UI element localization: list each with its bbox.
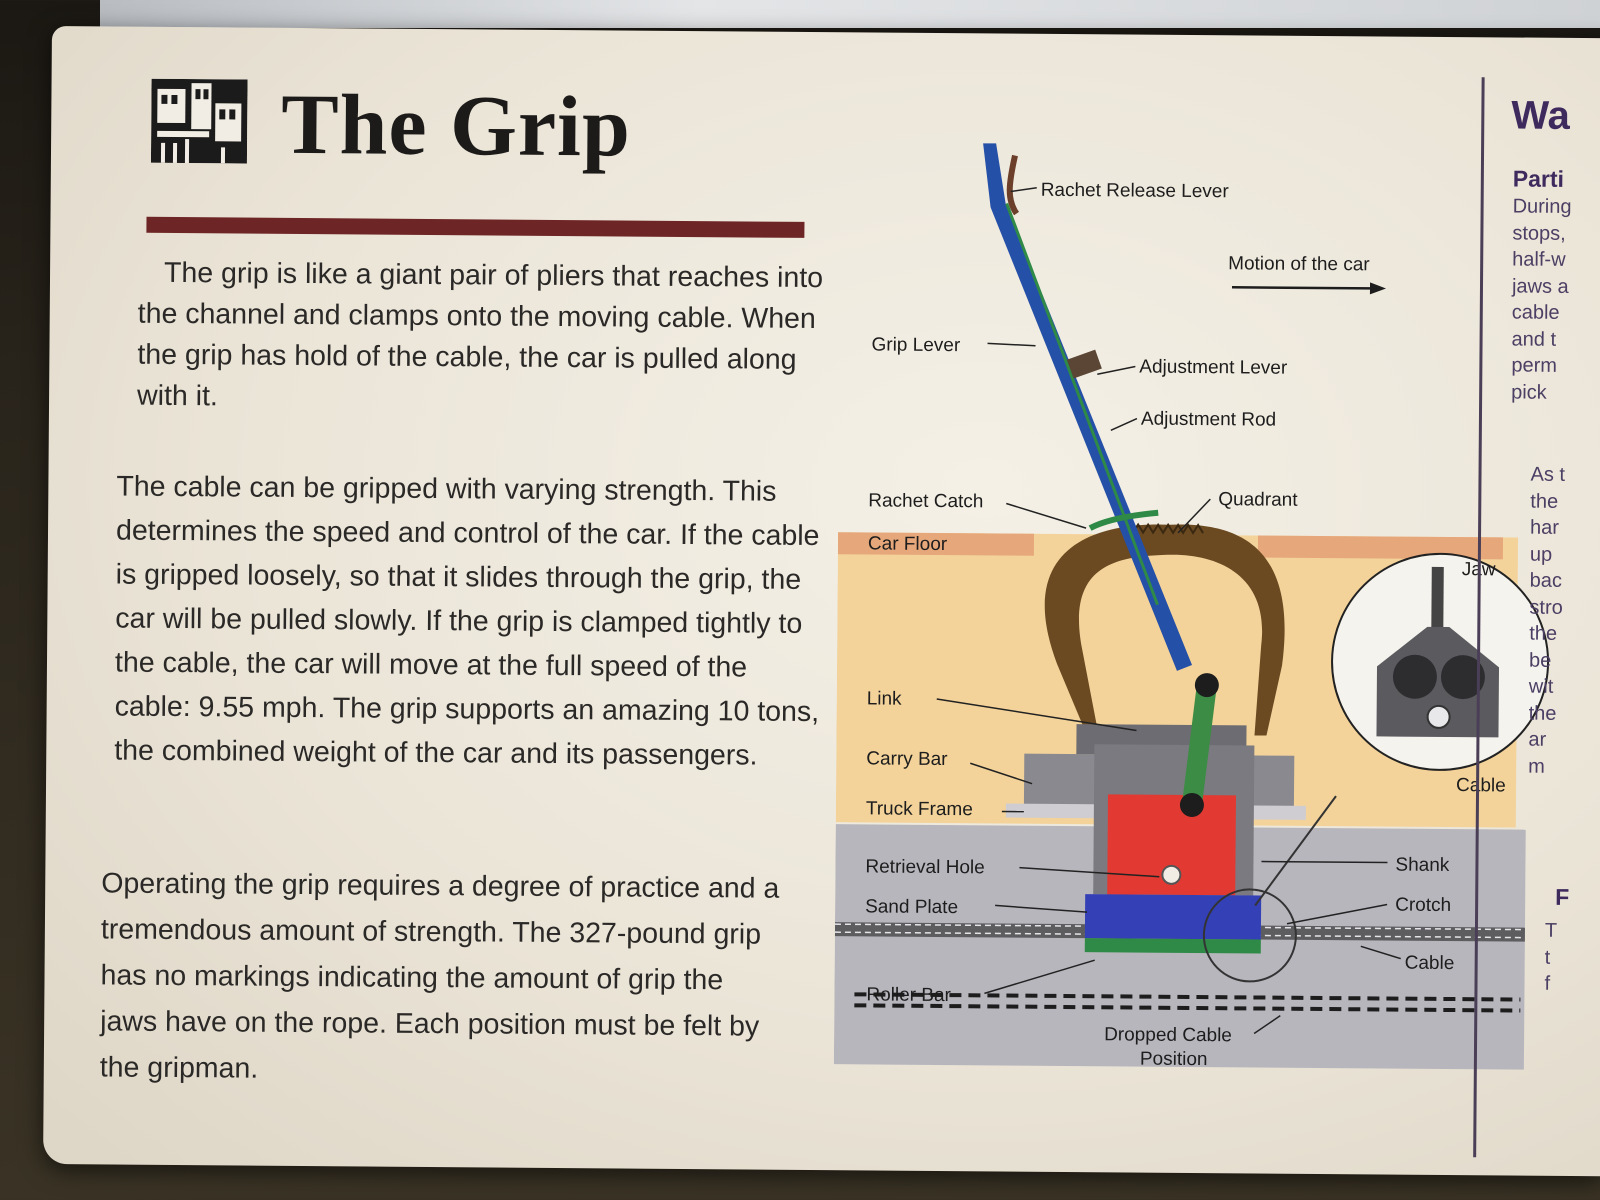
label-rachet-release-lever: Rachet Release Lever [1041, 180, 1230, 202]
adjacent-text-line: up [1529, 543, 1553, 566]
page-title: The Grip [280, 75, 632, 175]
background-strip [100, 0, 1600, 28]
label-adjustment-lever: Adjustment Lever [1139, 357, 1288, 379]
car-floor-left [837, 532, 1035, 556]
adjacent-text-line: cable [1511, 301, 1560, 324]
adjacent-text-line: the [1529, 622, 1558, 645]
car-floor-right [1257, 535, 1504, 560]
crotch-detail-circle [1202, 888, 1297, 983]
adjacent-text-line: stops, [1512, 221, 1566, 245]
label-shank: Shank [1395, 855, 1450, 876]
label-car-floor: Car Floor [868, 533, 948, 555]
label-retrieval-hole: Retrieval Hole [865, 856, 984, 878]
paragraph-grip-strength: The cable can be gripped with varying st… [114, 470, 820, 772]
adjacent-panel-subheading-2: F [1555, 883, 1570, 910]
adjacent-text-line: ar [1528, 728, 1547, 751]
adjacent-text-line: half-w [1512, 248, 1566, 271]
info-sign: The Grip The grip is like a giant pair o… [43, 26, 1600, 1177]
retrieval-hole [1161, 864, 1182, 885]
label-rachet-catch: Rachet Catch [868, 490, 983, 512]
adjacent-text-line: stro [1529, 596, 1563, 619]
adjacent-panel-column-3: T t f [1544, 918, 1557, 998]
adjacent-text-line: the [1528, 702, 1557, 725]
cable-car-logo-icon [150, 78, 248, 164]
label-adjustment-rod: Adjustment Rod [1141, 409, 1276, 431]
adjacent-text-line: and t [1511, 327, 1557, 351]
label-roller-bar: Roller Bar [866, 984, 951, 1006]
label-grip-lever: Grip Lever [871, 334, 961, 356]
adjacent-text-line: the [1530, 490, 1559, 513]
label-sand-plate: Sand Plate [865, 896, 958, 918]
adjacent-text-line: wit [1528, 675, 1554, 698]
dropped-cable-line-2 [854, 1003, 1521, 1013]
grip-mechanism-diagram: Rachet Release Lever Motion of the car G… [833, 143, 1550, 1071]
label-dropped-cable: Dropped Cable [1104, 1024, 1232, 1046]
adjacent-text-line: bac [1529, 569, 1563, 592]
paragraph-grip-description: The grip is like a giant pair of pliers … [136, 256, 824, 413]
label-cable-inset: Cable [1456, 775, 1506, 796]
label-motion-of-car: Motion of the car [1228, 253, 1370, 275]
label-truck-frame: Truck Frame [866, 798, 973, 820]
rachet-release-lever [1006, 154, 1020, 216]
quadrant-frame [1044, 524, 1285, 736]
adjacent-text-line: be [1528, 649, 1552, 672]
label-cable: Cable [1405, 953, 1455, 974]
link [1181, 675, 1217, 815]
motion-arrow [1231, 286, 1370, 290]
grip-lever [983, 143, 1193, 671]
adjacent-panel-subheading: Parti [1512, 165, 1565, 192]
adjacent-panel-heading: Wa [1511, 93, 1571, 138]
sand-plate [1084, 894, 1262, 940]
cable-cross-section [1426, 704, 1451, 729]
roller-bar [1084, 938, 1261, 954]
dropped-cable-line-1 [854, 992, 1521, 1002]
adjacent-text-line: During [1512, 195, 1572, 218]
paragraph-grip-operation: Operating the grip requires a degree of … [99, 867, 780, 1085]
adjacent-text-line: jaws a [1511, 274, 1569, 298]
title-divider [146, 216, 805, 238]
adjacent-text-line: T [1544, 919, 1558, 942]
adjacent-text-line: har [1530, 516, 1560, 539]
label-crotch: Crotch [1395, 895, 1451, 916]
label-dropped-cable-position: Position [1140, 1049, 1208, 1071]
adjacent-text-line: t [1544, 946, 1551, 969]
label-link: Link [867, 688, 903, 709]
label-carry-bar: Carry Bar [866, 748, 948, 770]
adjacent-text-line: m [1528, 755, 1545, 778]
adjacent-text-line: f [1544, 972, 1551, 995]
jaw [1376, 626, 1500, 738]
label-quadrant: Quadrant [1218, 489, 1298, 511]
rachet-catch [1088, 509, 1159, 531]
adjacent-text-line: pick [1511, 380, 1547, 404]
adjacent-panel-column-1: During stops, half-w jaws a cable and t … [1511, 193, 1572, 405]
adjacent-text-line: As t [1530, 463, 1566, 486]
shank [1107, 794, 1236, 896]
adjacent-text-line: perm [1511, 354, 1558, 377]
adjacent-panel-column-2: As t the har up bac stro the be wit the … [1528, 462, 1565, 780]
